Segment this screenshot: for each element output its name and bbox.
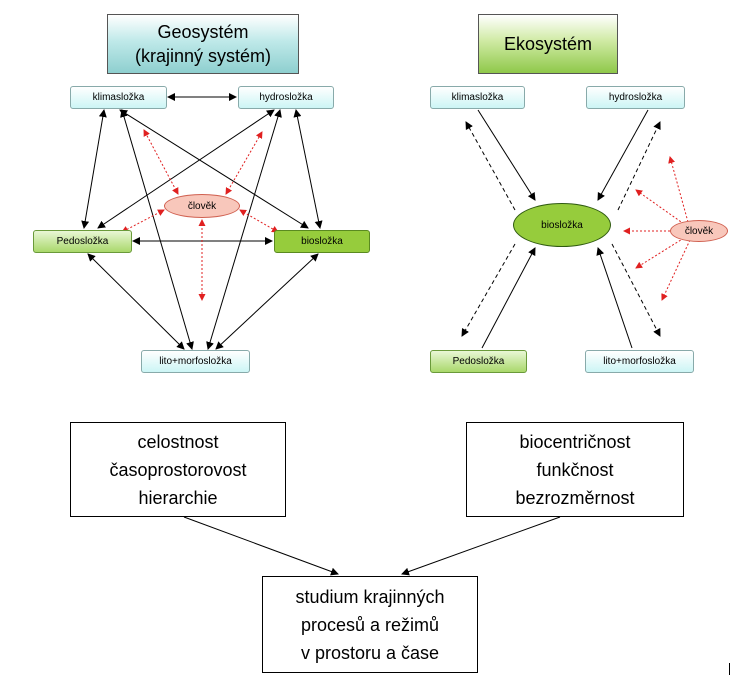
geo-node-clovek-label: člověk <box>187 200 217 212</box>
geo-red-pedo <box>121 209 165 233</box>
eko-red-2 <box>635 189 685 225</box>
eko-arrow-pedo-bio <box>481 247 536 349</box>
geo-arrow-hydro-bio <box>293 109 323 229</box>
geo-node-klimaslozka-label: klimasložka <box>92 92 145 103</box>
eko-dashed-to-klima <box>465 121 516 211</box>
eko-property: biocentričnost <box>519 431 631 452</box>
geo-arrow-klima-pedo <box>81 109 107 229</box>
geo-arrow-hydro-lito <box>206 109 282 350</box>
eko-node-hydroslozka: hydrosložka <box>586 86 685 109</box>
eko-node-pedoslozka-label: Pedosložka <box>452 356 505 367</box>
result-line: procesů a režimů <box>300 614 440 635</box>
geo-property: časoprostorovost <box>109 459 247 480</box>
geo-node-bioslozka-label: biosložka <box>301 236 343 247</box>
result-line: studium krajinných <box>295 586 445 607</box>
eko-property: funkčnost <box>536 459 614 480</box>
result-arrows <box>183 516 561 576</box>
edge-mark <box>729 663 730 675</box>
geo-red-klima <box>143 129 179 195</box>
eko-node-hydroslozka-label: hydrosložka <box>608 92 663 103</box>
geo-node-pedoslozka-label: Pedosložka <box>56 236 109 247</box>
geo-property: celostnost <box>137 431 219 452</box>
ekosystem-title: Ekosystém <box>478 14 618 74</box>
eko-node-lito: lito+morfosložka <box>585 350 694 373</box>
eko-red-5 <box>661 239 691 301</box>
eko-node-klimaslozka: klimasložka <box>430 86 525 109</box>
eko-arrow-klima-bio <box>477 109 536 201</box>
geosystem-title-line1: Geosystém <box>157 22 249 42</box>
geo-arrow-klima-lito <box>120 109 194 350</box>
eko-dashed-to-lito <box>611 243 661 337</box>
eko-dashed-to-hydro <box>617 121 661 211</box>
eko-black-arrows <box>477 109 649 349</box>
geo-node-bioslozka: biosložka <box>274 230 370 253</box>
geosystem-title: Geosystém (krajinný systém) <box>107 14 299 74</box>
result-box: studium krajinných procesů a režimů v pr… <box>262 576 478 673</box>
ekosystem-properties-box: biocentričnost funkčnost bezrozměrnost <box>466 422 684 517</box>
geo-node-hydroslozka-label: hydrosložka <box>259 92 313 103</box>
eko-arrow-hydro-bio <box>597 109 649 201</box>
geo-property: hierarchie <box>138 487 218 508</box>
ekosystem-title-label: Ekosystém <box>503 34 593 54</box>
arrow-geo-to-result <box>183 516 339 576</box>
arrow-eko-to-result <box>401 516 561 576</box>
geo-node-clovek: člověk <box>164 194 240 218</box>
geo-arrow-pedo-lito <box>87 253 185 350</box>
geosystem-properties-box: celostnost časoprostorovost hierarchie <box>70 422 286 517</box>
eko-node-clovek-label: člověk <box>684 225 714 237</box>
geo-red-bio <box>239 209 279 233</box>
geo-red-hydro <box>225 131 263 195</box>
eko-node-klimaslozka-label: klimasložka <box>451 92 504 103</box>
eko-dashed-to-pedo <box>461 243 516 337</box>
geo-node-pedoslozka: Pedosložka <box>33 230 132 253</box>
geo-black-arrows <box>81 93 323 350</box>
eko-red-4 <box>635 237 685 269</box>
eko-node-clovek: člověk <box>670 220 728 242</box>
geo-red-arrows <box>121 129 279 301</box>
eko-node-bioslozka-label: biosložka <box>541 219 583 231</box>
eko-node-bioslozka: biosložka <box>513 203 611 247</box>
geo-node-hydroslozka: hydrosložka <box>238 86 334 109</box>
eko-red-1 <box>668 156 689 223</box>
eko-arrow-lito-bio <box>596 247 633 349</box>
geo-node-klimaslozka: klimasložka <box>70 86 167 109</box>
eko-property: bezrozměrnost <box>515 487 635 508</box>
geo-arrow-bio-lito <box>215 253 319 350</box>
eko-node-lito-label: lito+morfosložka <box>603 356 676 367</box>
eko-node-pedoslozka: Pedosložka <box>430 350 527 373</box>
eko-dashed-arrows <box>461 121 661 337</box>
geo-node-lito: lito+morfosložka <box>141 350 250 373</box>
result-line: v prostoru a čase <box>300 642 440 663</box>
geosystem-title-line2: (krajinný systém) <box>134 46 272 66</box>
geo-node-lito-label: lito+morfosložka <box>159 356 232 367</box>
